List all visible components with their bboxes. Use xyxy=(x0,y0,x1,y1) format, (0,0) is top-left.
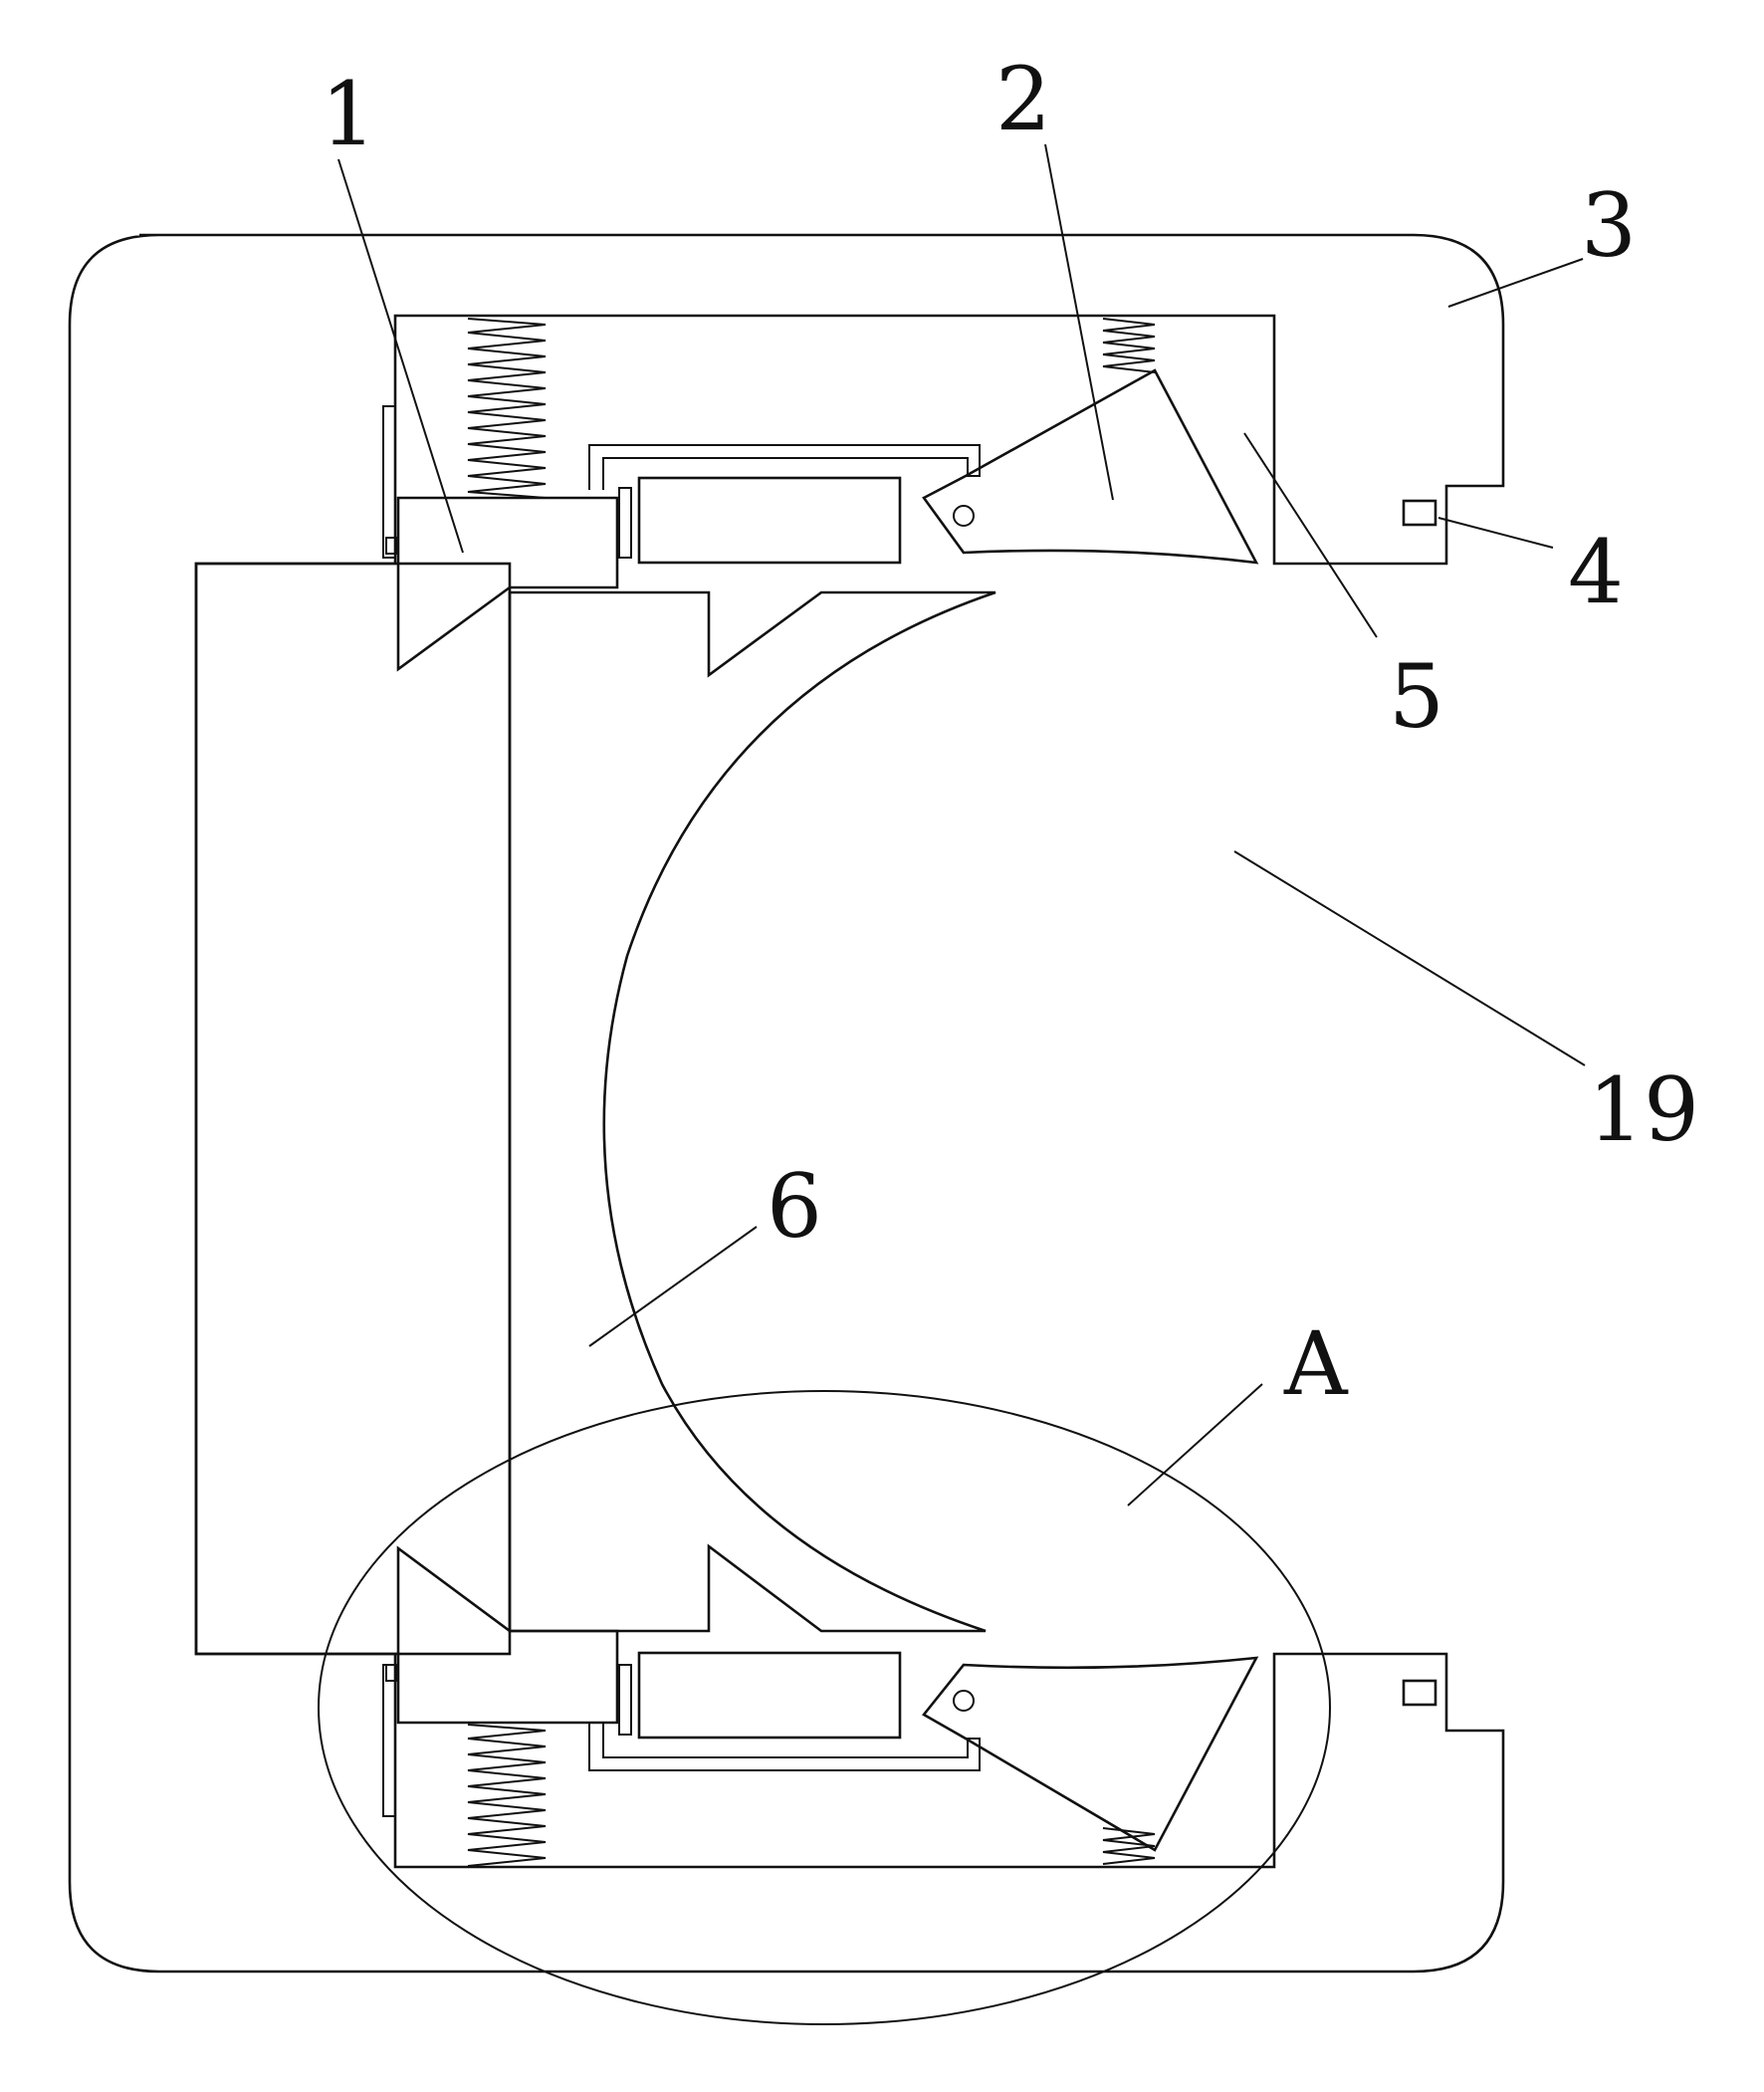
pin-4-top xyxy=(1402,499,1437,527)
housing xyxy=(68,233,1505,1974)
label-6: 6 xyxy=(767,1155,822,1258)
part-labels: 1 2 3 4 5 19 6 A xyxy=(321,48,1699,1415)
label-a: A xyxy=(1283,1312,1349,1415)
label-1: 1 xyxy=(321,63,376,165)
detail-circle-a xyxy=(318,1390,1331,2025)
label-4: 4 xyxy=(1568,521,1624,623)
label-19: 19 xyxy=(1588,1058,1699,1161)
pin-4-bottom xyxy=(1402,1679,1437,1707)
label-5: 5 xyxy=(1389,645,1444,748)
inner-mechanism xyxy=(194,318,1259,1867)
label-2: 2 xyxy=(995,48,1051,150)
leader-lines xyxy=(337,143,1586,1507)
circles xyxy=(318,1390,1331,2025)
label-3: 3 xyxy=(1581,174,1637,277)
